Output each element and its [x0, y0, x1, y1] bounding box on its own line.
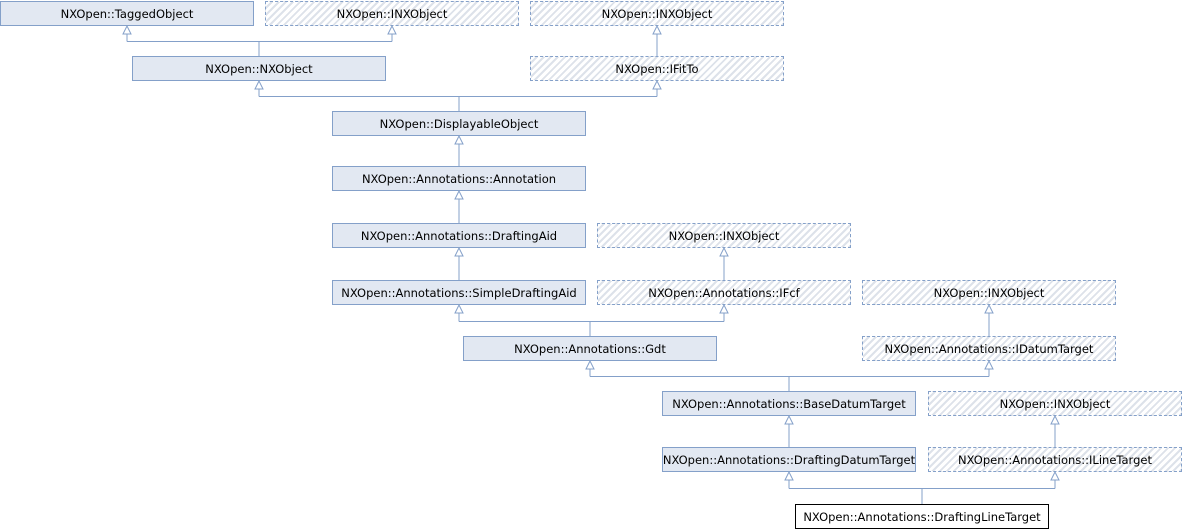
inheritance-arrowhead: [984, 359, 994, 370]
class-node-label: NXOpen::INXObject: [999, 396, 1111, 411]
class-node-tagged[interactable]: NXOpen::TaggedObject: [0, 1, 254, 26]
class-node-ifcf[interactable]: NXOpen::Annotations::IFcf: [597, 280, 851, 305]
class-node-annotation[interactable]: NXOpen::Annotations::Annotation: [332, 166, 586, 191]
inheritance-arrowhead: [387, 24, 397, 35]
inheritance-arrowhead: [585, 359, 595, 370]
class-node-draftingdatum[interactable]: NXOpen::Annotations::DraftingDatumTarget: [662, 447, 916, 472]
inheritance-arrowhead: [122, 24, 132, 35]
class-node-label: NXOpen::INXObject: [668, 228, 780, 243]
class-node-label: NXOpen::Annotations::DraftingDatumTarget: [662, 452, 916, 467]
class-node-gdt[interactable]: NXOpen::Annotations::Gdt: [463, 336, 717, 361]
class-node-label: NXOpen::Annotations::IFcf: [648, 285, 800, 300]
class-node-inx1[interactable]: NXOpen::INXObject: [265, 1, 519, 26]
class-node-inx2[interactable]: NXOpen::INXObject: [530, 1, 784, 26]
class-node-inx3[interactable]: NXOpen::INXObject: [597, 223, 851, 248]
inheritance-arrowhead: [454, 189, 464, 200]
class-node-label: NXOpen::IFitTo: [615, 61, 699, 76]
inheritance-arrowhead: [254, 79, 264, 90]
inheritance-arrowhead: [652, 24, 662, 35]
inheritance-arrowhead: [454, 246, 464, 257]
class-node-label: NXOpen::Annotations::DraftingLineTarget: [803, 509, 1041, 524]
class-node-inx4[interactable]: NXOpen::INXObject: [862, 280, 1116, 305]
class-node-label: NXOpen::Annotations::BaseDatumTarget: [672, 396, 906, 411]
class-node-label: NXOpen::Annotations::IDatumTarget: [884, 341, 1094, 356]
class-node-label: NXOpen::TaggedObject: [60, 6, 194, 21]
class-node-draftingline: NXOpen::Annotations::DraftingLineTarget: [795, 504, 1049, 529]
class-node-ifitto[interactable]: NXOpen::IFitTo: [530, 56, 784, 81]
inheritance-arrowhead: [454, 134, 464, 145]
class-node-draftingaid[interactable]: NXOpen::Annotations::DraftingAid: [332, 223, 586, 248]
inheritance-arrowhead: [784, 470, 794, 481]
class-node-iline[interactable]: NXOpen::Annotations::ILineTarget: [928, 447, 1182, 472]
class-node-label: NXOpen::DisplayableObject: [379, 116, 539, 131]
inheritance-arrowhead: [1050, 470, 1060, 481]
class-node-inx5[interactable]: NXOpen::INXObject: [928, 391, 1182, 416]
class-node-label: NXOpen::Annotations::DraftingAid: [360, 228, 558, 243]
class-node-nxobject[interactable]: NXOpen::NXObject: [132, 56, 386, 81]
inheritance-arrowhead: [652, 79, 662, 90]
class-node-label: NXOpen::INXObject: [933, 285, 1045, 300]
inheritance-arrowhead: [1050, 414, 1060, 425]
class-node-label: NXOpen::NXObject: [205, 61, 313, 76]
inheritance-arrowhead: [784, 414, 794, 425]
inheritance-arrowhead: [454, 303, 464, 314]
class-node-basedatum[interactable]: NXOpen::Annotations::BaseDatumTarget: [662, 391, 916, 416]
inheritance-arrowhead: [719, 303, 729, 314]
class-node-label: NXOpen::Annotations::SimpleDraftingAid: [341, 285, 577, 300]
class-node-label: NXOpen::Annotations::Gdt: [514, 341, 666, 356]
class-node-idatum[interactable]: NXOpen::Annotations::IDatumTarget: [862, 336, 1116, 361]
inheritance-arrowhead: [984, 303, 994, 314]
class-node-displayable[interactable]: NXOpen::DisplayableObject: [332, 111, 586, 136]
class-node-label: NXOpen::Annotations::ILineTarget: [958, 452, 1152, 467]
class-node-label: NXOpen::INXObject: [601, 6, 713, 21]
inheritance-arrowhead: [719, 246, 729, 257]
class-node-label: NXOpen::INXObject: [336, 6, 448, 21]
class-node-label: NXOpen::Annotations::Annotation: [361, 171, 557, 186]
class-node-simpleaid[interactable]: NXOpen::Annotations::SimpleDraftingAid: [332, 280, 586, 305]
